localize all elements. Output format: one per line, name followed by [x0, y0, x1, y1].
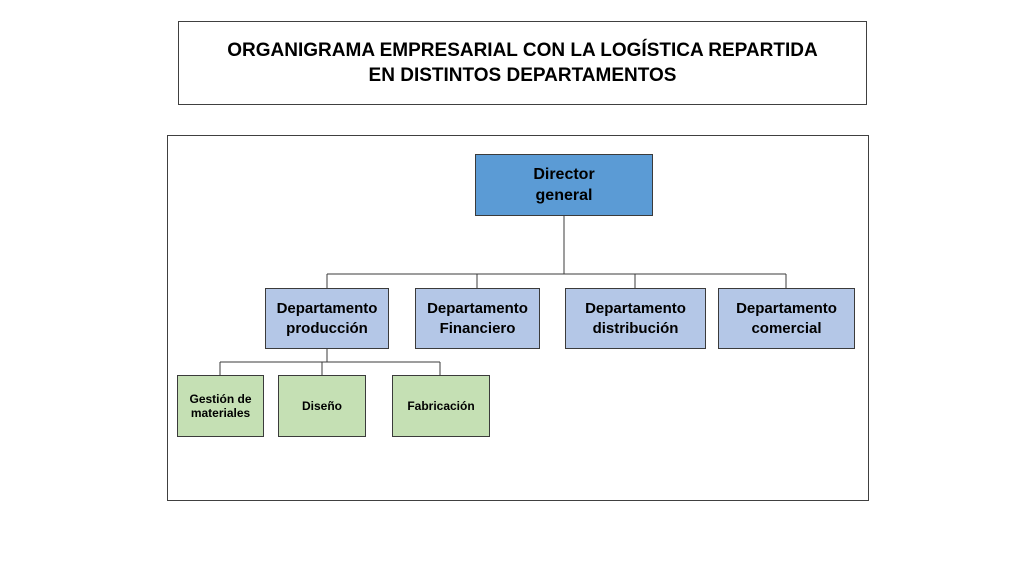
node-dept-1-line-1: Departamento — [427, 299, 528, 317]
node-departamento-comercial: Departamento comercial — [718, 288, 855, 349]
org-chart-frame — [167, 135, 869, 501]
title-line-1: ORGANIGRAMA EMPRESARIAL CON LA LOGÍSTICA… — [227, 40, 818, 61]
node-dept-0-line-1: Departamento — [276, 299, 378, 317]
node-unit-2-line-1: Fabricación — [407, 399, 475, 413]
node-dept-0-line-2: producción — [286, 319, 368, 337]
node-fabricacion: Fabricación — [392, 375, 490, 437]
node-unit-0-line-2: materiales — [190, 406, 251, 420]
node-dept-2-line-1: Departamento — [585, 299, 686, 317]
node-dept-3-line-1: Departamento — [736, 299, 837, 317]
node-director-line-1: Director — [533, 166, 595, 183]
node-gestion-de-materiales: Gestión de materiales — [177, 375, 264, 437]
node-dept-2-line-2: distribución — [592, 319, 679, 337]
node-unit-0-line-1: Gestión de — [189, 392, 252, 406]
node-departamento-financiero: Departamento Financiero — [415, 288, 540, 349]
node-unit-1-line-1: Diseño — [301, 399, 342, 413]
title-line-2: EN DISTINTOS DEPARTAMENTOS — [368, 65, 677, 86]
node-director-line-2: general — [535, 187, 593, 204]
title-box: ORGANIGRAMA EMPRESARIAL CON LA LOGÍSTICA… — [178, 21, 867, 105]
node-departamento-produccion: Departamento producción — [265, 288, 389, 349]
node-diseno: Diseño — [278, 375, 366, 437]
node-dept-1-line-2: Financiero — [439, 319, 516, 337]
node-director-general: Director general — [475, 154, 653, 216]
node-dept-3-line-2: comercial — [751, 319, 822, 337]
node-departamento-distribucion: Departamento distribución — [565, 288, 706, 349]
